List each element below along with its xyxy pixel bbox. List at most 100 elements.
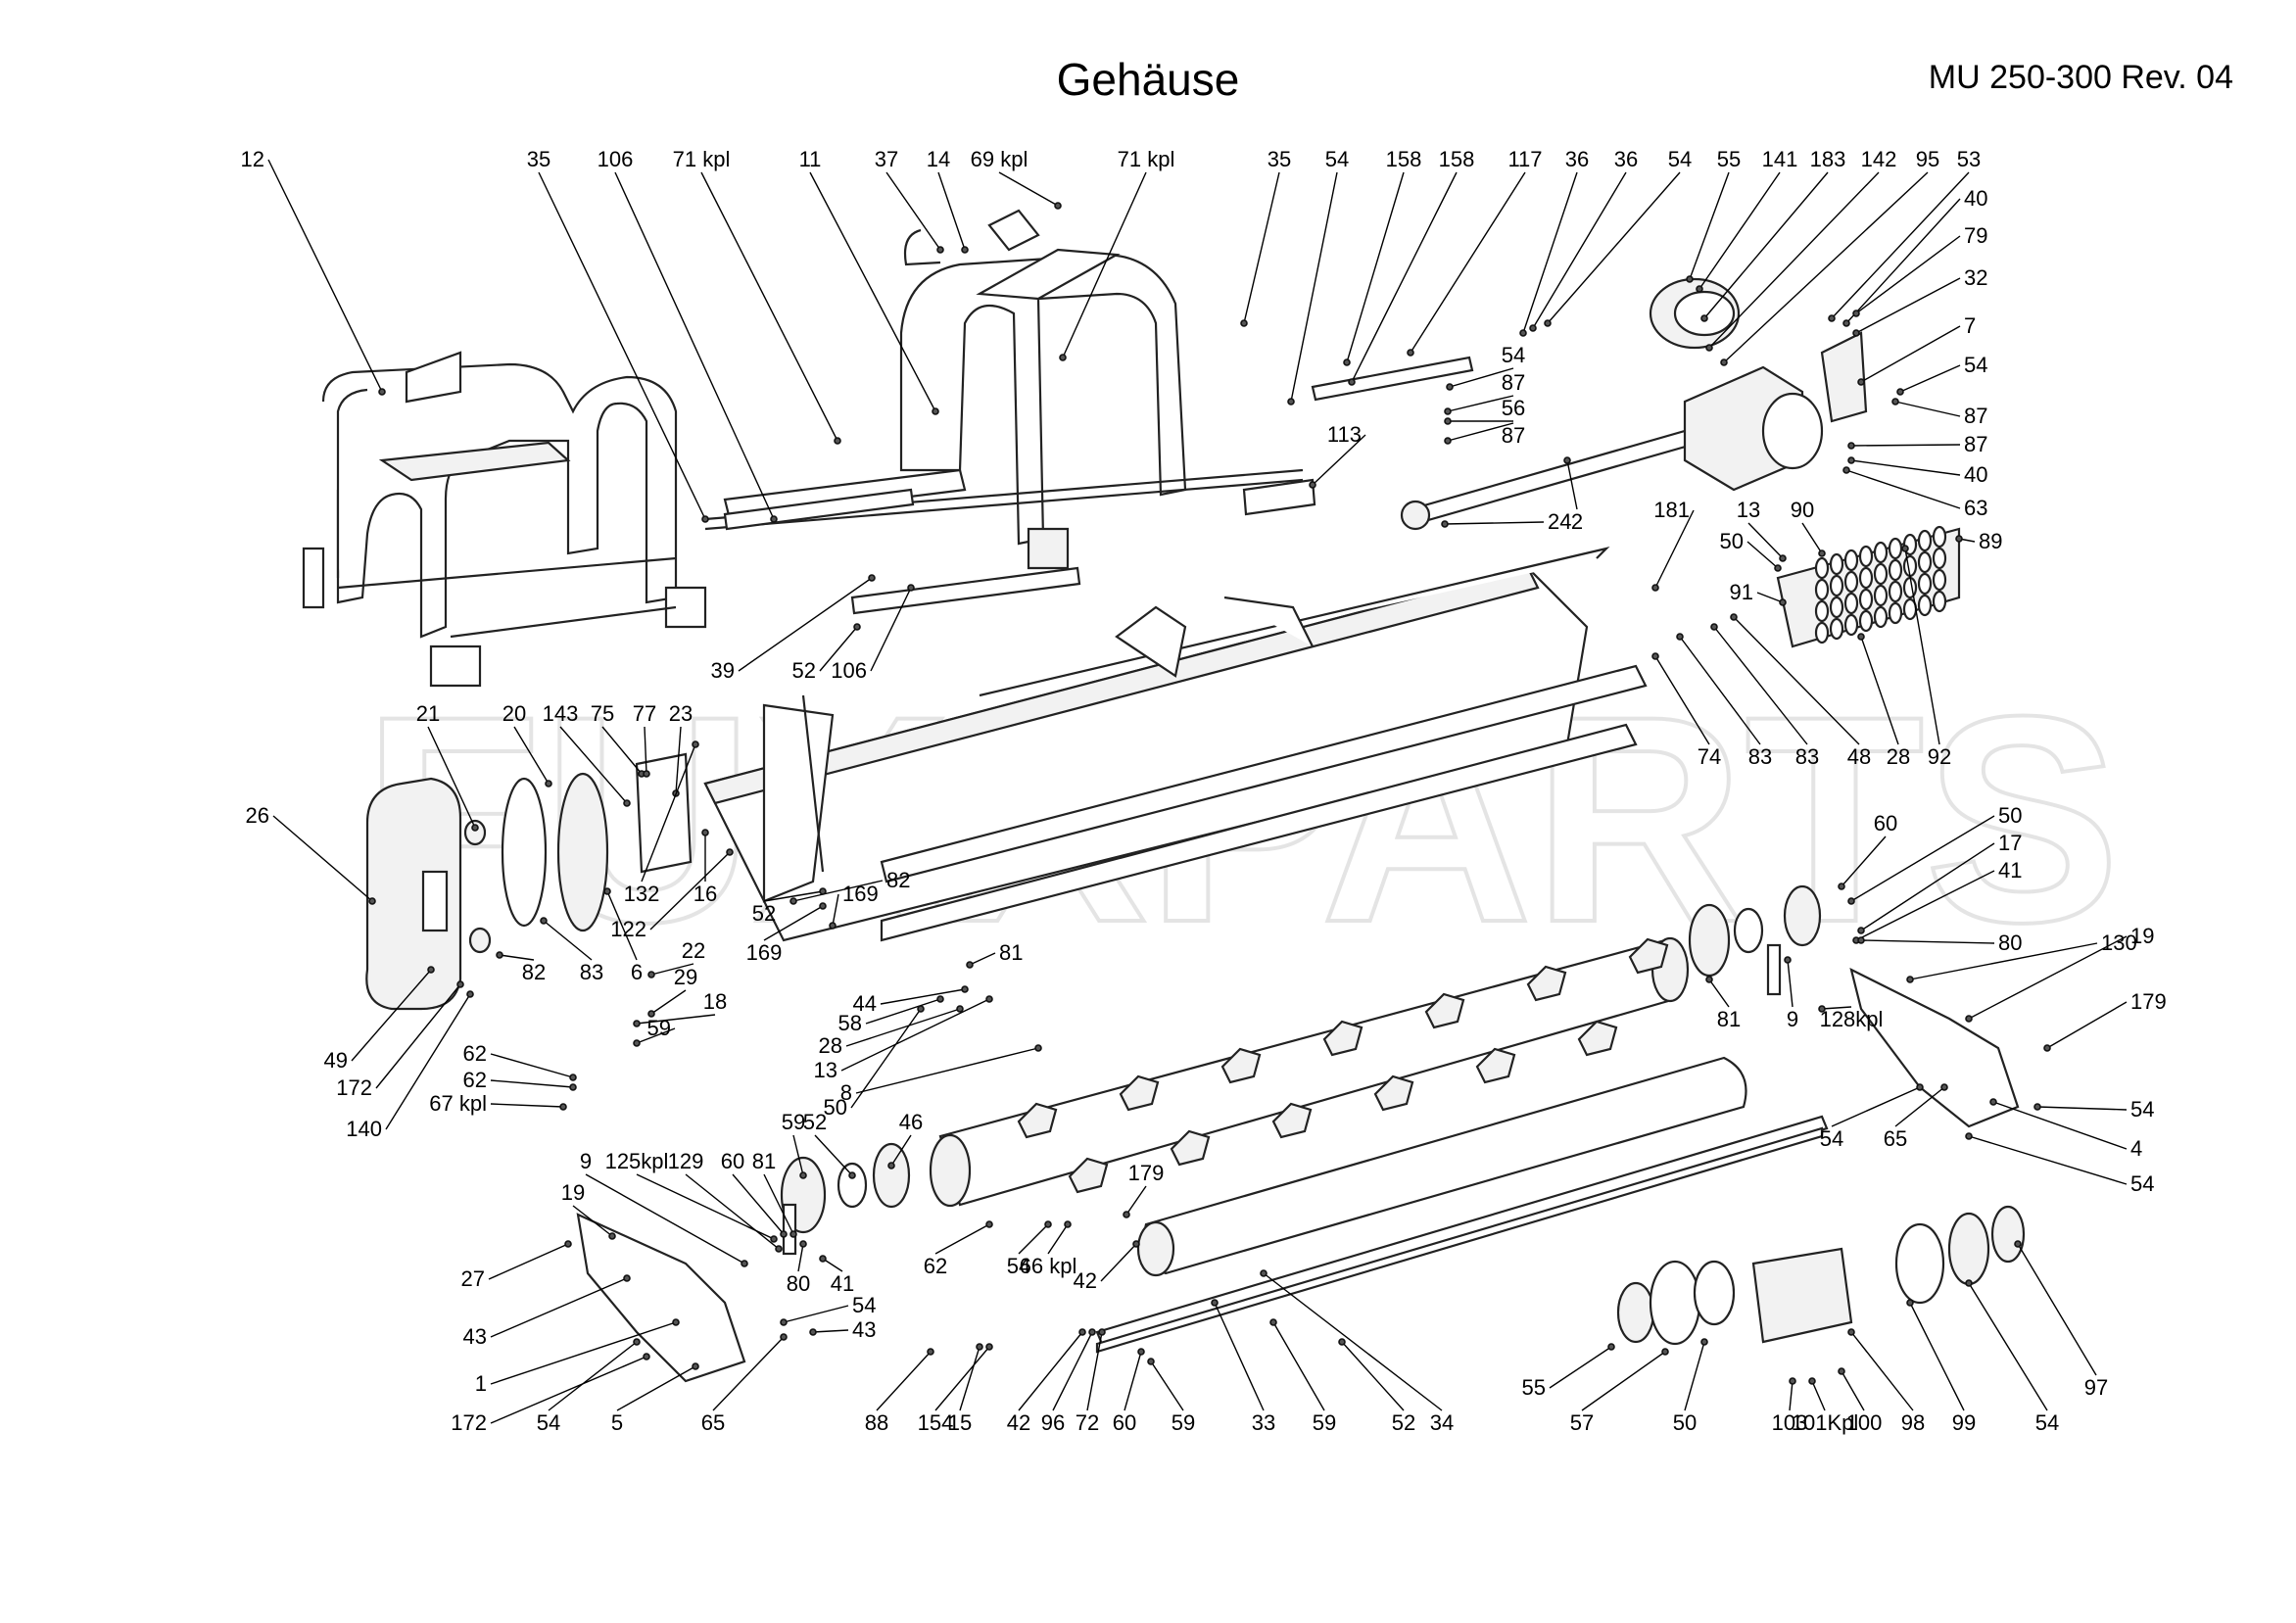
part-label: 8	[840, 1080, 852, 1105]
part-label: 16	[694, 882, 717, 906]
leader-line	[606, 890, 638, 961]
part-label: 106	[831, 658, 867, 683]
leader-line	[855, 1047, 1039, 1094]
leader-dot	[799, 1171, 807, 1179]
leader-line	[1841, 1370, 1865, 1411]
part-label: 140	[346, 1117, 382, 1141]
leader-dot	[1607, 1343, 1615, 1351]
leader-line	[1708, 979, 1730, 1008]
leader-line	[763, 1173, 794, 1235]
leader-line	[1654, 655, 1710, 745]
part-label: 181	[1653, 498, 1690, 522]
part-label: 13	[1737, 498, 1760, 522]
leader-line	[998, 171, 1059, 207]
leader-line	[1062, 171, 1147, 358]
leader-dot	[932, 407, 939, 415]
part-label: 81	[999, 940, 1023, 965]
leader-line	[1968, 1282, 2048, 1411]
leader-dot	[569, 1083, 577, 1091]
leader-line	[1831, 171, 1970, 319]
part-label: 35	[527, 147, 550, 171]
leader-line	[1150, 1360, 1184, 1411]
hitch-frame-12	[302, 351, 707, 688]
part-label: 14	[927, 147, 950, 171]
part-label: 28	[1887, 744, 1910, 769]
part-label: 44	[853, 991, 877, 1016]
leader-line	[1894, 401, 1961, 417]
leader-dot	[1779, 598, 1787, 606]
part-label: 82	[886, 868, 910, 892]
leader-line	[614, 171, 775, 520]
leader-dot	[1088, 1328, 1096, 1336]
leader-line	[1703, 171, 1829, 319]
part-label: 59	[1313, 1410, 1336, 1435]
leader-dot	[819, 902, 827, 910]
leader-dot	[868, 574, 876, 582]
part-label: 87	[1964, 432, 1987, 456]
leader-line	[1855, 870, 1995, 941]
leader-line	[969, 952, 996, 966]
leader-line	[865, 998, 941, 1025]
leader-line	[1052, 1331, 1093, 1411]
part-label: 54	[1964, 353, 1987, 377]
leader-line	[1263, 1272, 1443, 1411]
leader-line	[1789, 1380, 1794, 1411]
leader-line	[1992, 1101, 2128, 1150]
leader-dot	[1078, 1328, 1086, 1336]
part-label: 90	[1791, 498, 1814, 522]
leader-dot	[1287, 398, 1295, 406]
leader-line	[1272, 1321, 1325, 1411]
leader-line	[1899, 364, 1961, 393]
part-label: 12	[241, 147, 264, 171]
leader-dot	[1132, 1240, 1140, 1248]
part-label: 179	[1128, 1161, 1165, 1185]
part-label: 35	[1268, 147, 1291, 171]
leader-dot	[647, 971, 655, 979]
knife-11	[1526, 965, 1567, 1002]
leader-dot	[1705, 976, 1713, 983]
leader-dot	[2043, 1044, 2051, 1052]
part-label: 106	[598, 147, 634, 171]
part-label: 54	[2035, 1410, 2059, 1435]
diagram-title: Gehäuse	[1056, 54, 1240, 105]
leader-dot	[2033, 1103, 2041, 1111]
leader-dot	[1700, 1338, 1708, 1346]
leader-dot	[1720, 358, 1728, 366]
leader-dot	[1779, 554, 1787, 562]
part-label: 154	[918, 1410, 954, 1435]
part-label: 83	[580, 960, 603, 984]
leader-line	[783, 1305, 849, 1323]
leader-dot	[564, 1240, 572, 1248]
part-label: 53	[1957, 147, 1981, 171]
leader-line	[1904, 548, 1940, 745]
leader-line	[2036, 1106, 2128, 1111]
leader-dot	[1338, 1338, 1346, 1346]
leader-line	[1723, 171, 1929, 363]
leader-line	[1125, 1185, 1147, 1216]
part-label: 69 kpl	[971, 147, 1028, 171]
leader-dot	[789, 1230, 797, 1238]
leader-dot	[1965, 1279, 1973, 1287]
part-label: 19	[2130, 924, 2154, 948]
part-label: 5	[611, 1410, 623, 1435]
leader-line	[738, 577, 873, 672]
leader-dot	[887, 1162, 895, 1170]
hitch-frame-11	[704, 209, 1304, 570]
leader-dot	[1842, 466, 1850, 474]
part-label: 179	[2130, 989, 2167, 1014]
part-label: 24	[1548, 509, 1571, 534]
leader-line	[1850, 459, 1961, 476]
part-label: 72	[1076, 1410, 1099, 1435]
part-label: 20	[502, 701, 526, 726]
part-label: 48	[1847, 744, 1871, 769]
part-label: 117	[1507, 147, 1542, 171]
leader-line	[1860, 325, 1961, 383]
leader-dot	[608, 1232, 616, 1240]
leader-line	[1845, 469, 1961, 509]
leader-dot	[1269, 1318, 1277, 1326]
leader-dot	[1965, 1015, 1973, 1023]
leader-line	[644, 726, 647, 775]
leader-line	[732, 1173, 785, 1235]
housing-body	[703, 547, 1648, 942]
